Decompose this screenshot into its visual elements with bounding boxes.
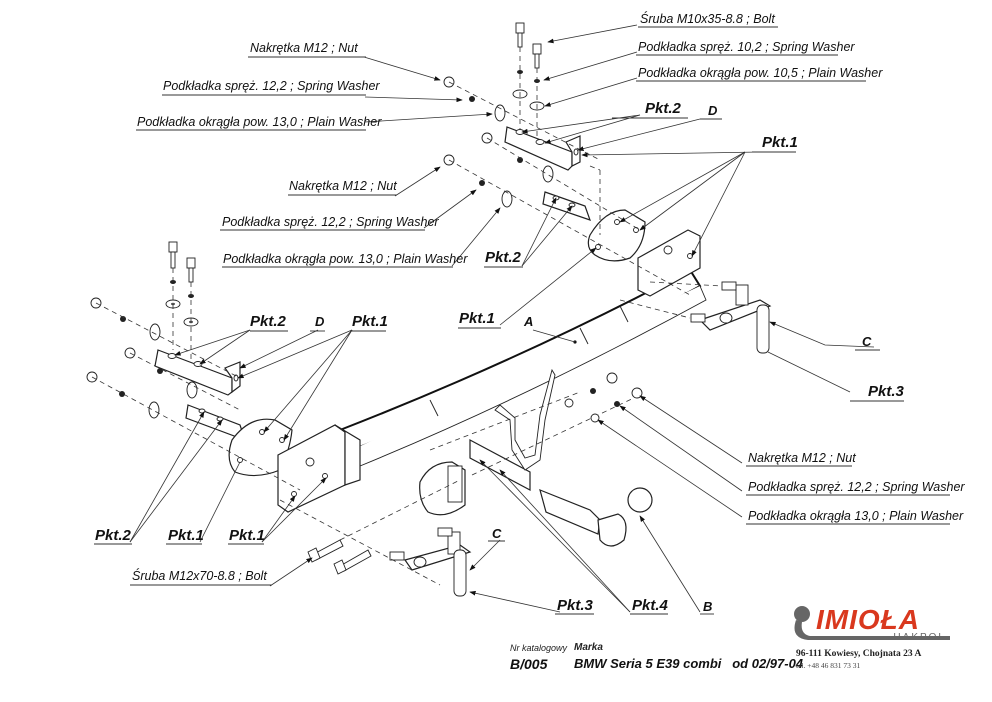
callout-pkt4: Pkt.4 — [632, 597, 669, 614]
callout-C-bottom: C — [492, 526, 502, 541]
left-fasteners — [86, 241, 301, 491]
company-logo: IMIOŁA HAKPOL — [788, 602, 958, 650]
leader-lines — [129, 24, 875, 613]
part-labels: Nakrętka M12 ; Nut Podkładka spręż. 12,2… — [130, 11, 965, 586]
callout-pkt1-bottom-a: Pkt.1 — [168, 527, 204, 544]
callout-A: A — [523, 314, 533, 329]
callout-pkt1-left: Pkt.1 — [352, 313, 388, 330]
callout-pkt2-bottom-left: Pkt.2 — [95, 527, 132, 544]
callout-pkt2-left: Pkt.2 — [250, 313, 287, 330]
right-top-fasteners — [443, 22, 691, 296]
label-nut-right: Nakrętka M12 ; Nut — [748, 451, 856, 465]
callout-pkt1-top: Pkt.1 — [762, 134, 798, 151]
label-plain-washer-mid: Podkładka okrągła pow. 13,0 ; Plain Wash… — [223, 252, 468, 266]
label-spring-washer-mid: Podkładka spręż. 12,2 ; Spring Washer — [222, 215, 439, 229]
right-bracket-assembly — [504, 126, 701, 297]
socket-bracket-right — [619, 281, 772, 354]
callout-B: B — [703, 599, 712, 614]
main-beam — [338, 268, 707, 467]
center-assembly — [419, 368, 653, 547]
callout-C-right: C — [862, 334, 872, 349]
callout-pkt1-mid: Pkt.1 — [459, 310, 495, 327]
callout-pkt2-mid: Pkt.2 — [485, 249, 522, 266]
label-nut-top-left: Nakrętka M12 ; Nut — [250, 41, 358, 55]
callout-D-top: D — [708, 103, 718, 118]
label-nut-mid: Nakrętka M12 ; Nut — [289, 179, 397, 193]
callout-pkt2-top: Pkt.2 — [645, 100, 682, 117]
label-spring-washer-right: Podkładka spręż. 12,2 ; Spring Washer — [748, 480, 965, 494]
label-spring-washer-top-left: Podkładka spręż. 12,2 ; Spring Washer — [163, 79, 380, 93]
logo-sub: HAKPOL — [893, 632, 946, 643]
callout-labels: Pkt.2 D Pkt.1 Pkt.2 Pkt.1 A C Pkt.3 Pkt.… — [94, 100, 905, 615]
label-plain-washer-right: Podkładka okrągła 13,0 ; Plain Washer — [748, 509, 964, 523]
socket-bracket-bottom — [279, 479, 472, 597]
company-address: 96-111 Kowiesy, Chojnata 23 A — [796, 649, 922, 659]
vehicle-model: BMW Seria 5 E39 combi od 02/97-04 — [574, 656, 804, 671]
callout-pkt3-bottom: Pkt.3 — [557, 597, 594, 614]
label-bolt-top-right: Śruba M10x35-8.8 ; Bolt — [640, 11, 775, 26]
label-plain-washer-top-right: Podkładka okrągła pow. 10,5 ; Plain Wash… — [638, 66, 883, 80]
label-plain-washer-top-left: Podkładka okrągła pow. 13,0 ; Plain Wash… — [137, 115, 382, 129]
callout-pkt1-bottom-b: Pkt.1 — [229, 527, 265, 544]
logo-hook-icon — [794, 606, 950, 640]
company-phone: tel. +48 46 831 73 31 — [796, 661, 861, 670]
catalog-number-label: Nr katalogowy — [510, 643, 568, 653]
logo-name: IMIOŁA — [816, 604, 920, 635]
label-bolt-bottom: Śruba M12x70-8.8 ; Bolt — [132, 568, 267, 583]
callout-D-left: D — [315, 314, 325, 329]
catalog-number: B/005 — [510, 656, 548, 672]
label-spring-washer-top-right: Podkładka spręż. 10,2 ; Spring Washer — [638, 40, 855, 54]
callout-pkt3-right: Pkt.3 — [868, 383, 905, 400]
left-bracket-assembly — [154, 349, 361, 513]
brand-label: Marka — [574, 642, 603, 653]
